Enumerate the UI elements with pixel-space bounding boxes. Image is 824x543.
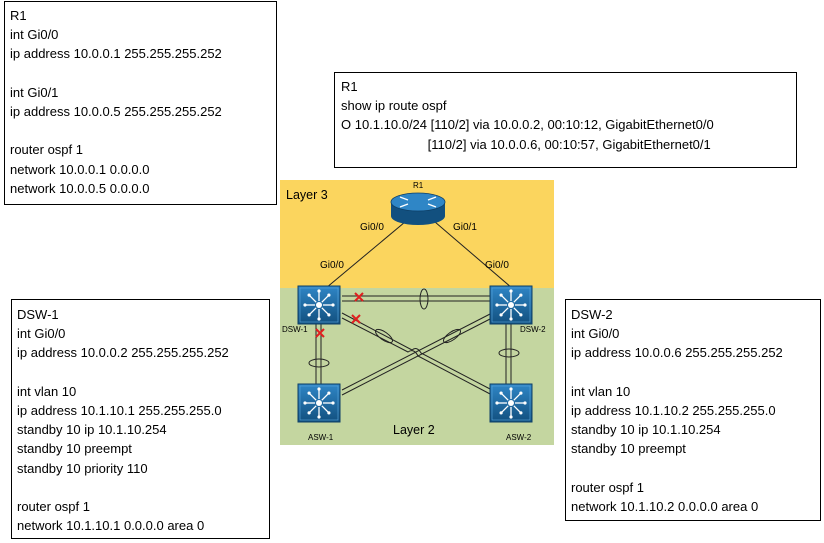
link-dsw1-asw2 — [341, 312, 493, 391]
dsw1-gi00-label: Gi0/0 — [320, 260, 344, 271]
link-r1-dsw1 — [325, 221, 406, 289]
router-r1-label: R1 — [413, 181, 424, 190]
config-line: int vlan 10 — [571, 383, 631, 399]
config-line: ip address 10.0.0.1 255.255.255.252 — [10, 46, 222, 62]
router-r1 — [390, 192, 446, 225]
config-line: ip address 10.1.10.2 255.255.255.0 — [571, 402, 776, 418]
config-line: standby 10 preempt — [17, 441, 132, 457]
r1-gi01-label: Gi0/1 — [453, 222, 477, 233]
config-line: network 10.0.0.5 0.0.0.0 — [10, 180, 150, 196]
config-line: ip address 10.1.10.1 255.255.255.0 — [17, 402, 222, 418]
config-line: R1 — [341, 79, 358, 94]
etherchannel-dsw1-dsw2 — [419, 288, 429, 310]
config-line: int Gi0/0 — [571, 326, 620, 342]
link-r1-dsw2 — [434, 221, 513, 289]
config-line: network 10.0.0.1 0.0.0.0 — [10, 161, 150, 177]
config-line: DSW-2 — [571, 307, 613, 322]
config-line — [571, 363, 820, 382]
config-line — [10, 64, 276, 83]
link-dsw2-asw1 — [341, 312, 493, 391]
config-line — [17, 478, 269, 497]
config-line: O 10.1.10.0/24 [110/2] via 10.0.0.2, 00:… — [341, 117, 714, 133]
dsw1-label: DSW-1 — [282, 325, 308, 334]
config-line: router ospf 1 — [571, 479, 644, 495]
config-line: standby 10 preempt — [571, 441, 686, 457]
config-line: ip address 10.0.0.6 255.255.255.252 — [571, 345, 783, 361]
config-line: int vlan 10 — [17, 383, 77, 399]
config-line: show ip route ospf — [341, 98, 447, 114]
switch-asw2-icon — [489, 383, 533, 423]
link-dsw2-asw1-b — [341, 317, 493, 396]
config-line — [571, 459, 820, 478]
config-line — [10, 121, 276, 140]
etherchannel-dsw2-asw1 — [442, 328, 462, 344]
config-line: int Gi0/1 — [10, 84, 59, 100]
config-line: router ospf 1 — [10, 142, 83, 158]
config-line: int Gi0/0 — [10, 27, 59, 43]
config-line: R1 — [10, 8, 27, 23]
config-line: standby 10 ip 10.1.10.254 — [17, 422, 167, 438]
switch-dsw2-icon — [489, 285, 533, 325]
config-line: DSW-1 — [17, 307, 59, 322]
config-line: [110/2] via 10.0.0.6, 00:10:57, GigabitE… — [341, 136, 711, 152]
blocked-port-x — [351, 314, 361, 324]
dsw2-config-box: DSW-2 int Gi0/0 ip address 10.0.0.6 255.25… — [565, 299, 821, 521]
network-topology-diagram: R1 Layer 3 Layer 2 Gi0/0 Gi0/1 Gi0/0 Gi0… — [280, 180, 554, 445]
config-line: ip address 10.0.0.5 255.255.255.252 — [10, 103, 222, 119]
config-line: standby 10 priority 110 — [17, 460, 148, 476]
layer3-label: Layer 3 — [286, 188, 328, 202]
config-line: network 10.1.10.1 0.0.0.0 area 0 — [17, 518, 205, 534]
dsw2-label: DSW-2 — [520, 325, 546, 334]
switch-asw1-icon — [297, 383, 341, 423]
etherchannel-dsw1-asw1 — [308, 358, 330, 368]
r1-gi00-label: Gi0/0 — [360, 222, 384, 233]
switch-dsw1-icon — [297, 285, 341, 325]
config-line: int Gi0/0 — [17, 326, 66, 342]
config-line: network 10.1.10.2 0.0.0.0 area 0 — [571, 498, 759, 514]
etherchannel-dsw2-asw2 — [498, 348, 520, 358]
asw2-label: ASW-2 — [506, 433, 532, 442]
layer2-label: Layer 2 — [393, 423, 435, 437]
config-line: router ospf 1 — [17, 498, 90, 514]
dsw2-gi00-label: Gi0/0 — [485, 260, 509, 271]
blocked-port-x — [354, 292, 364, 302]
etherchannel-dsw1-asw2 — [374, 328, 394, 344]
asw1-label: ASW-1 — [308, 433, 334, 442]
blocked-port-x — [315, 328, 325, 338]
r1-config-box: R1 int Gi0/0 ip address 10.0.0.1 255.255.2… — [4, 1, 277, 205]
config-line: standby 10 ip 10.1.10.254 — [571, 422, 721, 438]
dsw1-config-box: DSW-1 int Gi0/0 ip address 10.0.0.2 255.25… — [11, 299, 270, 539]
config-line: ip address 10.0.0.2 255.255.255.252 — [17, 345, 229, 361]
config-line — [17, 363, 269, 382]
r1-route-output-box: R1 show ip route ospf O 10.1.10.0/24 [110/… — [334, 72, 797, 168]
